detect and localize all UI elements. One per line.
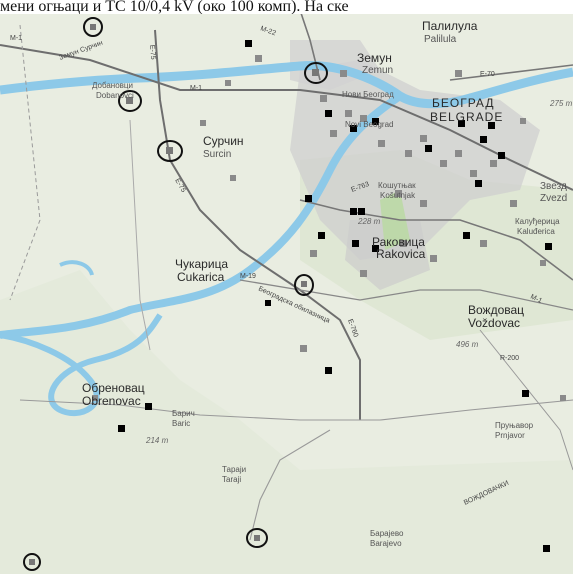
- place-surcin-lat: Surcin: [203, 149, 231, 160]
- terrain-south: [0, 270, 573, 574]
- place-rakovica-cyr: Раковица: [372, 235, 425, 249]
- place-kosutnjak-lat: Košutnjak: [380, 191, 416, 200]
- place-belgrade-lat: BELGRADE: [430, 110, 503, 124]
- sava-meander: [0, 313, 163, 417]
- cropped-caption-text: мени огњаци и ТС 10/0,4 kV (око 100 комп…: [0, 0, 573, 14]
- place-surcin-cyr: Сурчин: [203, 134, 244, 148]
- place-barajevo-lat: Barajevo: [370, 539, 402, 548]
- place-zemun-lat: Zemun: [362, 65, 393, 76]
- place-novi-beograd-cyr: Нови Београд: [342, 90, 394, 99]
- road-label: M-1: [10, 35, 22, 42]
- place-novi-beograd-lat: Novi Beograd: [345, 120, 393, 129]
- place-zvezdara-lat: Zvezd: [540, 193, 567, 204]
- black-markers: [118, 40, 552, 552]
- road-label: R-200: [500, 355, 519, 362]
- place-cukarica-lat: Cukarica: [177, 270, 225, 284]
- elevation-label: 214 m: [145, 436, 169, 445]
- highway-e763: [299, 199, 573, 281]
- place-vozdovac-cyr: Вождовац: [468, 303, 524, 317]
- place-zvezdara-cyr: Звезд: [540, 181, 567, 192]
- road-label: E-70: [480, 71, 495, 78]
- highway-e75: [154, 29, 361, 420]
- highway-m22: [299, 9, 321, 81]
- road-label: E-75: [148, 45, 156, 60]
- place-obrenovac-lat: Obrenovac: [82, 394, 141, 408]
- place-palilula-lat: Palilula: [424, 34, 457, 45]
- place-baric-cyr: Барич: [172, 409, 195, 418]
- place-rakovica-lat: Rakovica: [376, 247, 426, 261]
- site-circle: [304, 62, 328, 84]
- place-prnjavor-lat: Prnjavor: [495, 431, 525, 440]
- elevation-label: 496 m: [456, 340, 479, 349]
- road-barajevo: [249, 429, 331, 541]
- danube-river: [0, 60, 573, 109]
- elevation-label: 275 m: [549, 99, 573, 108]
- ring-road: [239, 279, 573, 311]
- site-circle: [294, 274, 314, 296]
- place-baric-lat: Baric: [172, 419, 190, 428]
- place-kosutnjak-cyr: Кошутњак: [378, 181, 416, 190]
- site-circle: [118, 90, 142, 112]
- place-zemun-cyr: Земун: [357, 51, 392, 65]
- sava-river: [0, 92, 403, 339]
- road-label: M-19: [240, 273, 256, 280]
- site-circle: [157, 140, 183, 162]
- circled-sites: [23, 17, 328, 571]
- place-prnjavor-cyr: Пруњавор: [495, 421, 534, 430]
- place-palilula-cyr: Палилула: [422, 19, 478, 33]
- place-taraji-cyr: Тараји: [222, 465, 246, 474]
- place-taraji-lat: Taraji: [222, 475, 241, 484]
- place-dobanovci-lat: Dobanovci: [96, 91, 134, 100]
- site-circle: [23, 553, 41, 571]
- highway-e70: [449, 64, 573, 81]
- place-vozdovac-lat: Voždovac: [468, 316, 520, 330]
- circled-site-dots: [29, 24, 319, 565]
- boundary-line: [9, 24, 41, 301]
- road-obrenovac: [19, 399, 573, 421]
- elevation-label: 228 m: [357, 217, 381, 226]
- road-label: M-1: [529, 293, 543, 304]
- road-vozdovac: [479, 329, 573, 471]
- place-belgrade-cyr: БЕОГРАД: [432, 96, 494, 110]
- road-label: M-1: [190, 85, 202, 92]
- site-circle: [246, 528, 268, 548]
- grey-markers: [92, 55, 566, 401]
- place-obrenovac-cyr: Обреновац: [82, 381, 145, 395]
- place-barajevo-cyr: Барајево: [370, 529, 404, 538]
- site-circle: [83, 17, 103, 37]
- place-cukarica-cyr: Чукарица: [175, 257, 228, 271]
- place-dobanovci-cyr: Добановци: [92, 81, 133, 90]
- place-kaludjerica-lat: Kaluđerica: [517, 227, 555, 236]
- road-local-1: [129, 119, 151, 351]
- park-kosutnjak: [380, 190, 410, 250]
- oxbow-lake: [59, 260, 94, 276]
- place-kaludjerica-cyr: Калуђерица: [515, 217, 560, 226]
